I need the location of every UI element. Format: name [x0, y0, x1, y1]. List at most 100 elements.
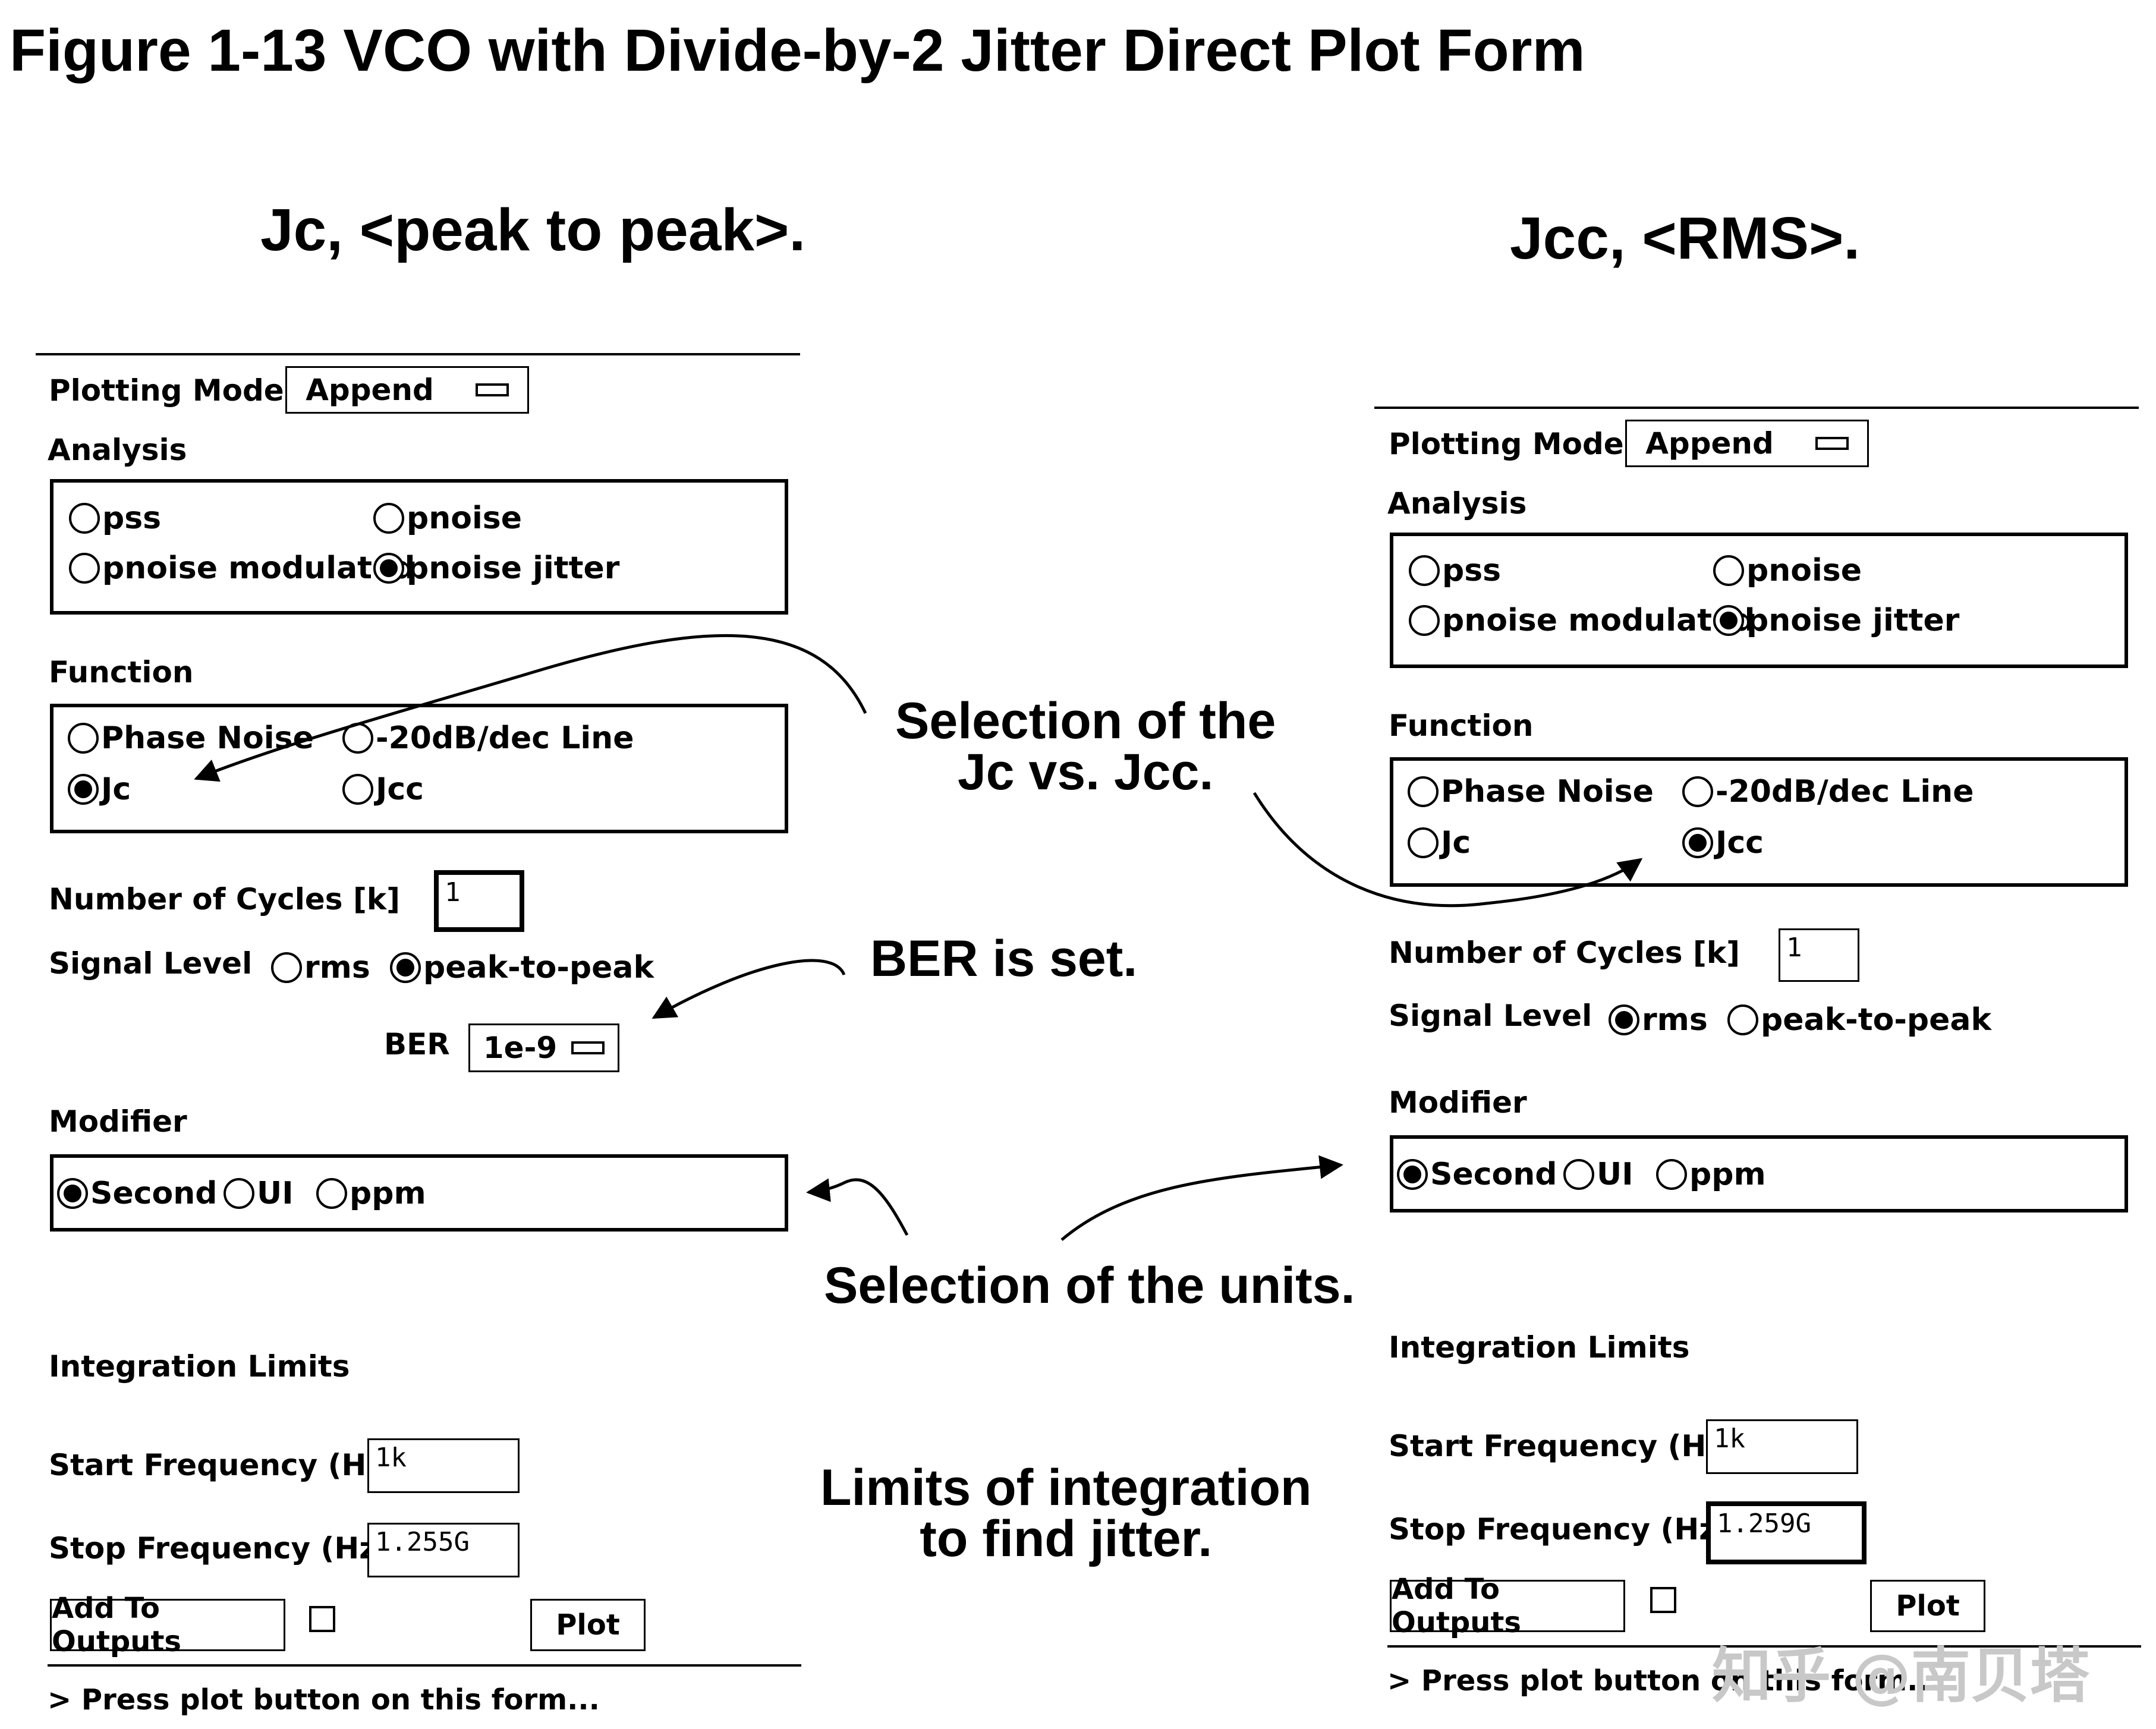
- plotting-mode-value: Append: [1645, 426, 1774, 461]
- stop-frequency-label: Stop Frequency (Hz): [49, 1531, 391, 1566]
- annotation-line: Selection of the: [895, 692, 1276, 749]
- radio-label: Jcc: [376, 771, 424, 807]
- plotting-mode-value: Append: [306, 373, 434, 407]
- stop-frequency-label: Stop Frequency (Hz): [1389, 1512, 1730, 1547]
- radio-unselected-icon: [1563, 1159, 1594, 1190]
- function-group: [1390, 757, 2128, 887]
- radio-unselected-icon: [69, 503, 100, 534]
- radio-label: Second: [90, 1176, 218, 1211]
- number-of-cycles-label: Number of Cycles [k]: [49, 882, 400, 917]
- ber-cyclic[interactable]: 1e-9: [468, 1023, 619, 1072]
- divider-bottom-left: [48, 1664, 801, 1667]
- add-to-outputs-checkbox[interactable]: [309, 1606, 335, 1632]
- radio-unselected-icon: [1713, 555, 1744, 586]
- radio-unselected-icon: [1408, 776, 1439, 807]
- add-to-outputs-checkbox[interactable]: [1650, 1587, 1676, 1613]
- stop-frequency-input[interactable]: 1.255G: [367, 1523, 520, 1577]
- number-of-cycles-input[interactable]: 1: [434, 870, 524, 932]
- figure-title: Figure 1-13 VCO with Divide-by-2 Jitter …: [10, 17, 1585, 84]
- signal-level-label: Signal Level: [49, 946, 253, 981]
- function-jcc-radio[interactable]: Jcc: [1682, 825, 1764, 861]
- modifier-group: [50, 1154, 788, 1232]
- radio-label: ppm: [1689, 1157, 1766, 1192]
- radio-unselected-icon: [1409, 555, 1440, 586]
- radio-label: rms: [1642, 1002, 1708, 1038]
- radio-selected-icon: [373, 553, 404, 584]
- radio-label: pss: [1442, 553, 1502, 588]
- radio-label: UI: [1597, 1157, 1633, 1192]
- modifier-ui-radio[interactable]: UI: [224, 1176, 294, 1211]
- analysis-pnoise-radio[interactable]: pnoise: [1713, 553, 1862, 588]
- radio-unselected-icon: [342, 774, 373, 805]
- modifier-ppm-radio[interactable]: ppm: [1656, 1157, 1766, 1192]
- plotting-mode-cyclic[interactable]: Append: [285, 366, 529, 414]
- radio-selected-icon: [1682, 827, 1713, 858]
- function-jc-radio[interactable]: Jc: [68, 771, 131, 807]
- radio-unselected-icon: [1409, 605, 1440, 636]
- ber-label: BER: [384, 1027, 450, 1062]
- modifier-ui-radio[interactable]: UI: [1563, 1157, 1633, 1192]
- analysis-pss-radio[interactable]: pss: [69, 500, 161, 536]
- radio-selected-icon: [57, 1178, 88, 1209]
- modifier-ppm-radio[interactable]: ppm: [316, 1176, 426, 1211]
- radio-label: -20dB/dec Line: [376, 720, 634, 756]
- modifier-second-radio[interactable]: Second: [1397, 1157, 1557, 1192]
- plot-button[interactable]: Plot: [1870, 1580, 1985, 1632]
- modifier-label: Modifier: [1389, 1085, 1527, 1120]
- arrow-icon: [806, 1178, 909, 1236]
- signal-rms-radio[interactable]: rms: [271, 950, 370, 985]
- radio-label: pnoise modulated: [1442, 603, 1755, 638]
- analysis-pss-radio[interactable]: pss: [1409, 553, 1501, 588]
- start-frequency-label: Start Frequency (Hz): [49, 1448, 398, 1482]
- radio-label: pnoise modulated: [102, 550, 416, 586]
- signal-rms-radio[interactable]: rms: [1609, 1002, 1708, 1038]
- radio-unselected-icon: [1408, 827, 1439, 858]
- analysis-pnoise-jitter-radio[interactable]: pnoise jitter: [1713, 603, 1959, 638]
- stop-frequency-input[interactable]: 1.259G: [1706, 1501, 1867, 1564]
- number-of-cycles-input[interactable]: 1: [1779, 928, 1859, 982]
- radio-selected-icon: [68, 774, 99, 805]
- radio-label: pnoise jitter: [407, 550, 620, 586]
- annotation-units: Selection of the units.: [824, 1257, 1355, 1314]
- radio-unselected-icon: [68, 723, 99, 754]
- function-jcc-radio[interactable]: Jcc: [342, 771, 424, 807]
- signal-peak-to-peak-radio[interactable]: peak-to-peak: [1727, 1002, 1991, 1038]
- analysis-group: [50, 479, 788, 615]
- radio-unselected-icon: [1727, 1004, 1758, 1035]
- signal-peak-to-peak-radio[interactable]: peak-to-peak: [390, 950, 654, 985]
- annotation-line: Jc vs. Jcc.: [957, 744, 1214, 801]
- modifier-second-radio[interactable]: Second: [57, 1176, 218, 1211]
- radio-unselected-icon: [373, 503, 404, 534]
- divider-top-left: [36, 353, 800, 355]
- radio-label: peak-to-peak: [1761, 1002, 1992, 1038]
- modifier-group: [1390, 1135, 2128, 1212]
- annotation-ber-set: BER is set.: [870, 930, 1138, 987]
- watermark: 知乎 @南贝塔: [1712, 1641, 2089, 1711]
- analysis-pnoise-radio[interactable]: pnoise: [373, 500, 522, 536]
- analysis-pnoise-modulated-radio[interactable]: pnoise modulated: [69, 550, 416, 586]
- radio-label: Jcc: [1716, 825, 1764, 861]
- modifier-label: Modifier: [49, 1104, 187, 1139]
- start-frequency-input[interactable]: 1k: [367, 1438, 520, 1493]
- start-frequency-input[interactable]: 1k: [1706, 1419, 1858, 1474]
- function-label: Function: [1389, 708, 1534, 743]
- function-phase-noise-radio[interactable]: Phase Noise: [1408, 774, 1654, 810]
- analysis-pnoise-modulated-radio[interactable]: pnoise modulated: [1409, 603, 1755, 638]
- plot-button[interactable]: Plot: [530, 1599, 646, 1651]
- analysis-pnoise-jitter-radio[interactable]: pnoise jitter: [373, 550, 619, 586]
- radio-unselected-icon: [1682, 776, 1713, 807]
- plotting-mode-cyclic[interactable]: Append: [1625, 420, 1869, 467]
- integration-limits-label: Integration Limits: [49, 1349, 350, 1384]
- add-to-outputs-button[interactable]: Add To Outputs: [50, 1592, 285, 1658]
- cyclic-menu-icon: [1815, 437, 1849, 450]
- divider-bottom-right: [1387, 1645, 2141, 1648]
- function-20db-line-radio[interactable]: -20dB/dec Line: [1682, 774, 1974, 810]
- plotting-mode-label: Plotting Mode: [1389, 427, 1624, 461]
- radio-unselected-icon: [69, 553, 100, 584]
- cyclic-menu-icon: [571, 1041, 605, 1054]
- radio-label: ppm: [350, 1176, 426, 1211]
- function-jc-radio[interactable]: Jc: [1408, 825, 1471, 861]
- radio-selected-icon: [1397, 1159, 1428, 1190]
- radio-label: Second: [1430, 1157, 1557, 1192]
